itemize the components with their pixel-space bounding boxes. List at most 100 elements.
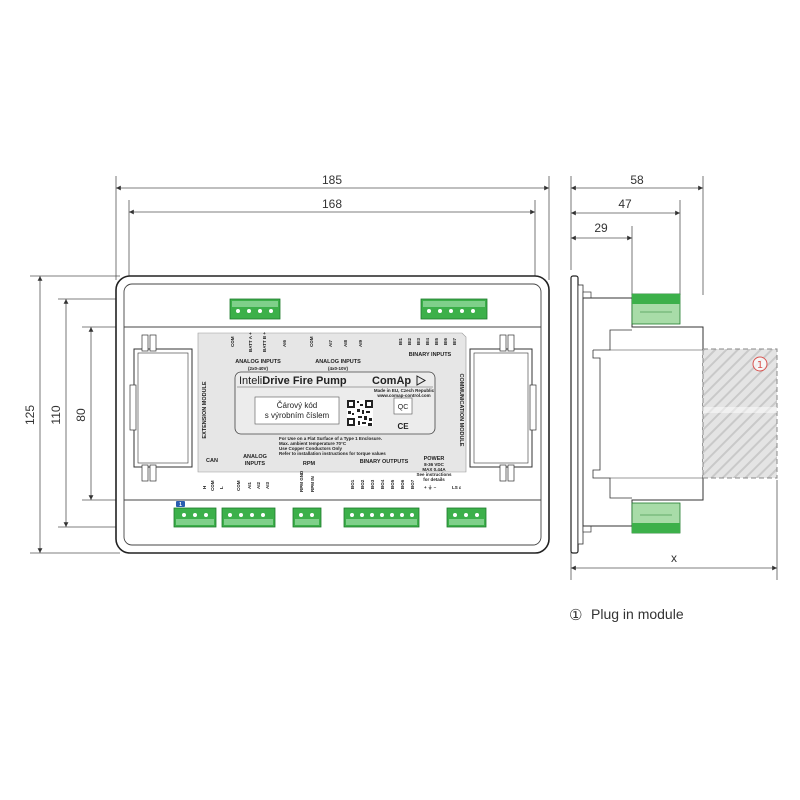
top-analog-sub: (2x0-40V) [248, 366, 269, 371]
bottom-terminal-can [173, 507, 217, 528]
extension-module-label: EXTENSION MODULE [202, 381, 208, 438]
svg-text:AI6: AI6 [282, 340, 287, 348]
svg-text:BI5: BI5 [434, 338, 439, 346]
svg-text:BO3: BO3 [370, 479, 375, 489]
legend: ① Plug in module [569, 606, 684, 624]
power-title: POWER [424, 456, 445, 462]
svg-text:BO5: BO5 [390, 479, 395, 489]
top-binary-title: BINARY INPUTS [409, 352, 452, 358]
logo-sub1: Made in EU, Czech Republic [374, 388, 435, 393]
bottom-terminal-rpm [292, 507, 322, 528]
svg-text:BI1: BI1 [398, 338, 403, 346]
dim-height-inner: 80 [74, 408, 88, 422]
svg-text:COM: COM [236, 480, 241, 491]
device-side-view: 1 [570, 275, 778, 554]
svg-text:BO7: BO7 [410, 479, 415, 489]
svg-text:BO1: BO1 [350, 479, 355, 489]
logo-sub2: www.comap-control.com [376, 393, 430, 398]
communication-module-slot [469, 334, 537, 482]
svg-text:COM: COM [309, 336, 314, 347]
svg-text:BI4: BI4 [425, 338, 430, 346]
svg-text:L: L [219, 486, 224, 489]
extension-module-slot [129, 334, 193, 482]
svg-text:AI9: AI9 [358, 340, 363, 348]
top-analog2-title: ANALOG INPUTS [315, 359, 361, 365]
front-dimensions [30, 176, 550, 554]
dim-depth-module: x [671, 551, 677, 565]
svg-text:COM: COM [230, 336, 235, 347]
module-marker-number: 1 [757, 360, 763, 371]
note-line1: For Use on a Flat Surface of a Type 1 En… [279, 436, 382, 441]
note-line3: Use Copper Conductors Only [279, 446, 343, 451]
legend-marker: ① [569, 606, 582, 624]
bottom-terminal-analog [221, 507, 276, 528]
side-connector-top [631, 293, 681, 325]
svg-text:AI7: AI7 [328, 340, 333, 348]
svg-text:BATT B +: BATT B + [262, 332, 267, 352]
comap-logo: ComAp [372, 375, 411, 387]
ce-mark: CE [397, 422, 409, 431]
top-pin-labels: COM BATT A + BATT B + AI6 COM AI7 AI8 AI… [230, 332, 457, 352]
top-analog2-sub: (4x0-10V) [328, 366, 349, 371]
module-marker-icon [752, 356, 768, 372]
bottom-pin-labels: H COM L COM AI1 AI2 AI3 RPM GND RPM IN B… [202, 470, 462, 492]
barcode-line2: s výrobním číslem [265, 411, 330, 420]
svg-text:AI2: AI2 [256, 482, 261, 490]
can-marker-badge: 1 [176, 501, 185, 508]
dim-width-inner: 168 [322, 197, 342, 211]
svg-text:BI3: BI3 [416, 338, 421, 346]
svg-text:+ ⏚ −: + ⏚ − [424, 484, 437, 491]
note-line4: Refer to installation instructions for t… [279, 451, 386, 456]
svg-text:1: 1 [179, 502, 182, 508]
dim-width-outer: 185 [322, 173, 342, 187]
svg-text:BO4: BO4 [380, 479, 385, 489]
svg-text:InteliDrive Fire Pump: InteliDrive Fire Pump [239, 375, 347, 387]
bottom-terminal-binary-outputs [343, 507, 420, 528]
power-line1: 8-36 VDC [424, 462, 445, 467]
brand-prefix: Inteli [239, 375, 262, 387]
comap-logo-arrow-icon [416, 375, 427, 386]
device-front-view: EXTENSION MODULE COMMUNICATION MODULE CO… [115, 275, 550, 554]
legend-text: Plug in module [591, 606, 684, 622]
bottom-terminal-power [446, 507, 487, 528]
svg-text:RPM GND: RPM GND [299, 470, 304, 492]
top-analog-title: ANALOG INPUTS [235, 359, 281, 365]
dim-height-mid: 110 [49, 405, 63, 424]
svg-text:BO2: BO2 [360, 479, 365, 489]
svg-text:BI7: BI7 [452, 338, 457, 346]
svg-text:AI3: AI3 [265, 482, 270, 490]
side-dimensions [570, 176, 778, 580]
bottom-analog-title: ANALOG [243, 454, 267, 460]
qc-label: QC [398, 404, 409, 411]
svg-text:BATT A +: BATT A + [248, 332, 253, 352]
binary-outputs-title: BINARY OUTPUTS [360, 459, 409, 465]
qr-code-icon [347, 400, 373, 426]
power-line3: See instructions [416, 472, 452, 477]
svg-text:RPM IN: RPM IN [310, 476, 315, 492]
bottom-analog-title2: INPUTS [245, 461, 266, 467]
barcode-line1: Čárový kód [277, 401, 317, 410]
dim-depth-mid: 47 [618, 197, 632, 211]
dim-height-outer: 125 [23, 405, 37, 425]
svg-text:BI2: BI2 [407, 338, 412, 346]
svg-text:BO6: BO6 [400, 479, 405, 489]
plug-in-module [702, 348, 778, 479]
svg-text:BI6: BI6 [443, 338, 448, 346]
power-line4: for details [423, 477, 445, 482]
rpm-title: RPM [303, 461, 316, 467]
svg-text:H: H [202, 486, 207, 489]
dim-depth-total: 58 [630, 173, 644, 187]
side-connector-bottom [631, 502, 681, 534]
svg-text:LS ε: LS ε [452, 485, 462, 490]
dim-depth-front: 29 [594, 221, 608, 235]
top-terminal-a [229, 298, 281, 320]
svg-text:AI8: AI8 [343, 340, 348, 348]
note-line2: Max. ambient temperature 70°C [279, 441, 347, 446]
can-title: CAN [206, 458, 218, 464]
top-terminal-b [420, 298, 488, 320]
svg-text:COM: COM [210, 480, 215, 491]
power-line2: MAX 0.44A [422, 467, 446, 472]
communication-module-label: COMMUNICATION MODULE [458, 374, 464, 447]
product-name: Drive Fire Pump [262, 375, 347, 387]
